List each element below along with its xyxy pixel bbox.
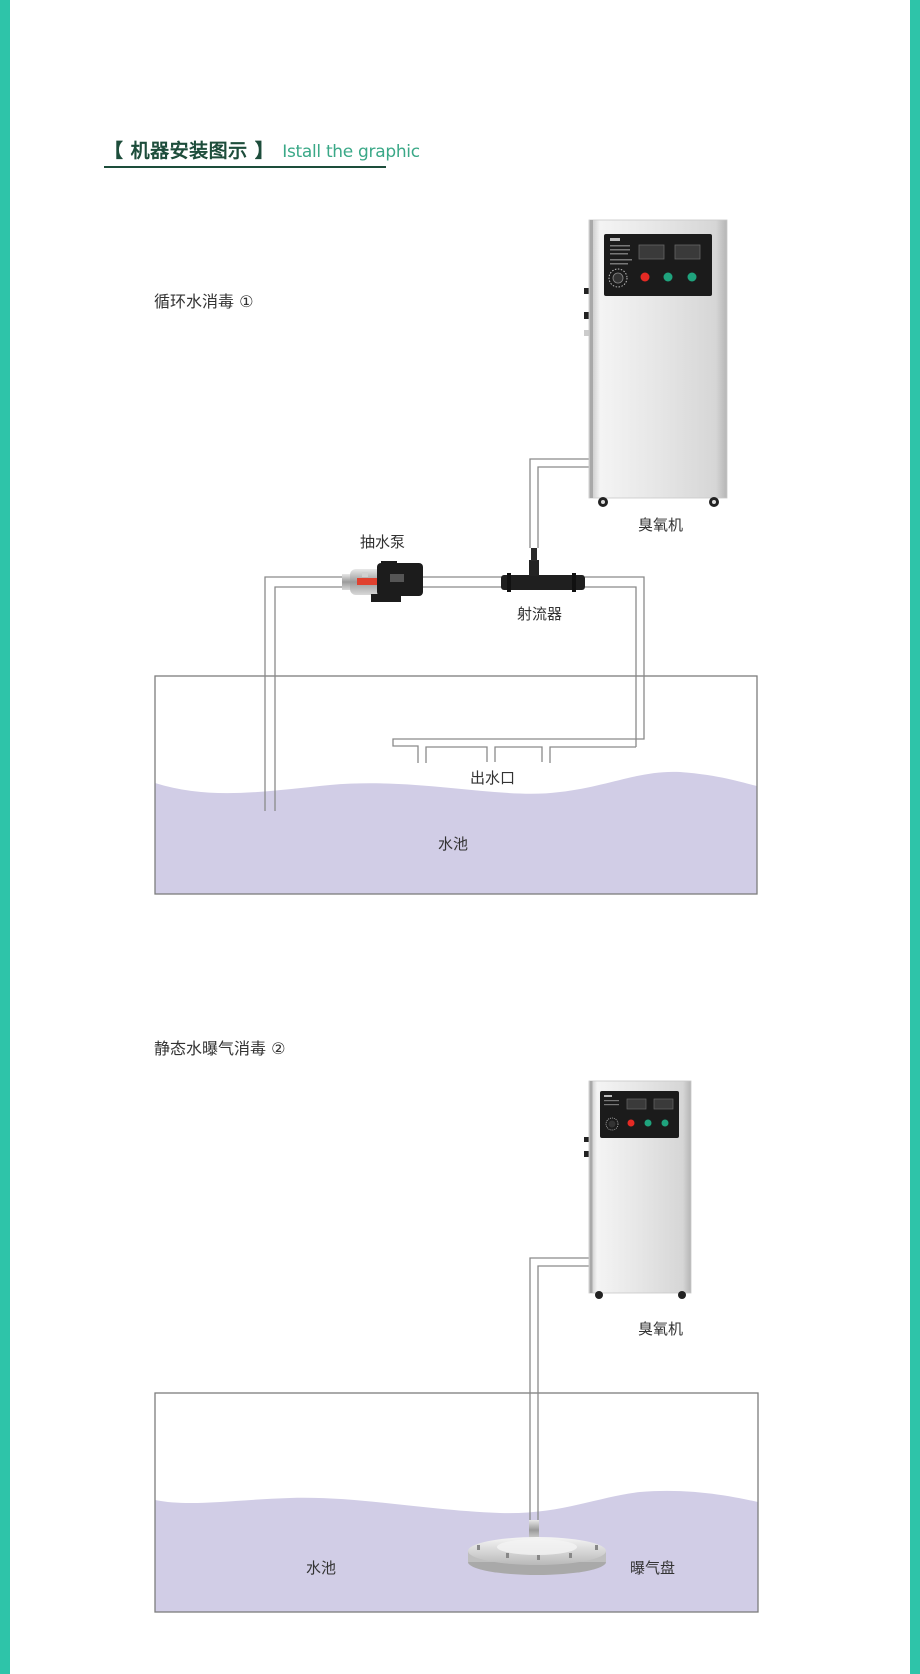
header-title-en: Istall the graphic (282, 142, 420, 162)
return-pipe (392, 576, 645, 763)
diagram2-title: 静态水曝气消毒 ② (154, 1039, 286, 1058)
diagram-static-aeration (154, 1080, 759, 1613)
ozone-machine-2 (584, 1080, 692, 1299)
ejector (501, 548, 585, 592)
header-title-cn: 【 机器安装图示 】 (104, 140, 275, 162)
water-pump (342, 561, 423, 602)
label-ejector: 射流器 (517, 605, 563, 623)
suction-pipe (264, 576, 350, 811)
ozone-feed-pipe-1 (529, 458, 590, 548)
label-pump: 抽水泵 (360, 533, 406, 551)
aeration-stem (529, 1520, 539, 1540)
pump-ejector-pipe (422, 576, 502, 588)
label-ozone-machine-2: 臭氧机 (638, 1320, 684, 1338)
aeration-disc (468, 1537, 606, 1575)
header-underline (104, 166, 386, 168)
diagram-circulating-water (154, 219, 758, 895)
pool-water-1 (155, 771, 757, 894)
label-aeration-disc: 曝气盘 (630, 1559, 676, 1577)
section-header: 【 机器安装图示 】 Istall the graphic (104, 136, 420, 163)
pool-tank-2 (154, 1392, 759, 1613)
diagram1-title: 循环水消毒 ① (154, 292, 254, 311)
ozone-machine-1 (584, 219, 728, 507)
label-outlet: 出水口 (470, 769, 516, 787)
label-pool-2: 水池 (306, 1559, 337, 1577)
pool-water-2 (155, 1490, 758, 1612)
label-ozone-machine-1: 臭氧机 (638, 516, 684, 534)
ozone-feed-pipe-2 (529, 1257, 590, 1530)
pool-tank-1 (154, 675, 758, 895)
label-pool-1: 水池 (438, 835, 469, 853)
